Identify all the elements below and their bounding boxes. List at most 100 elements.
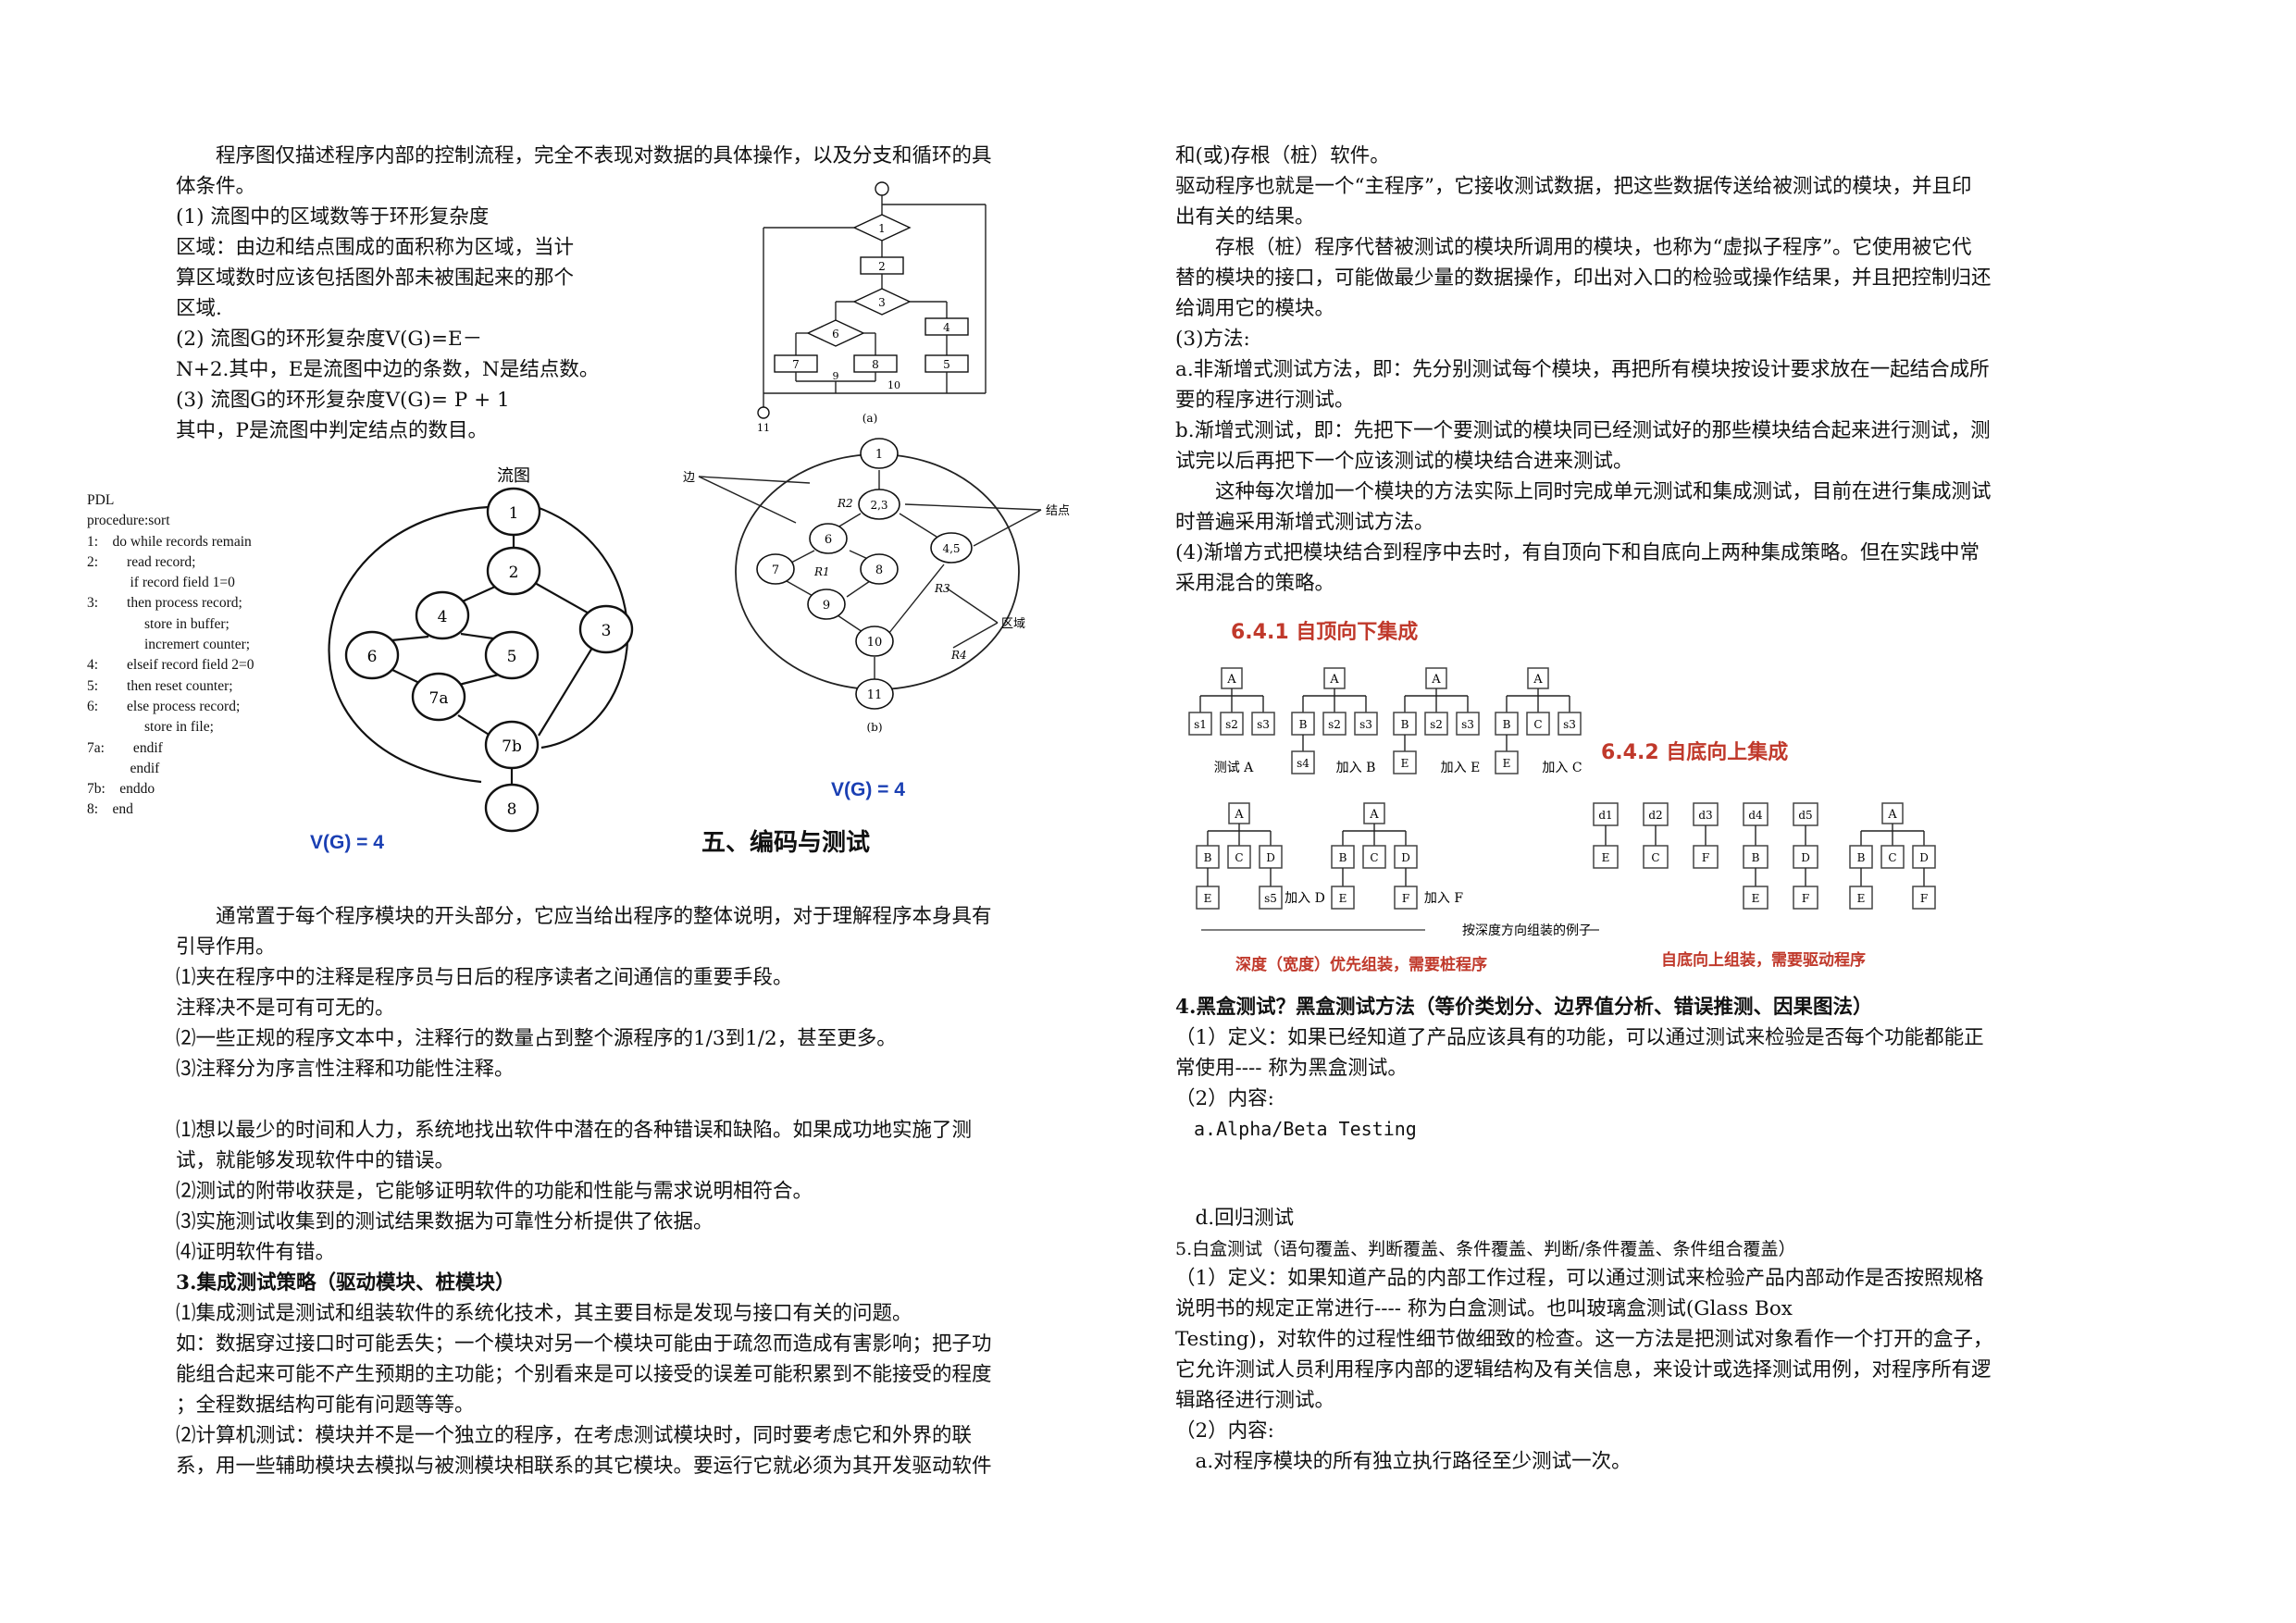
- svg-text:C: C: [1370, 851, 1378, 864]
- svg-text:1: 1: [875, 448, 883, 462]
- svg-text:B: B: [1299, 718, 1308, 731]
- flow-edge: [457, 714, 491, 737]
- graph-node: 10: [855, 626, 894, 657]
- flow-edge: [460, 632, 494, 640]
- top-down-tree-3: A B s2 s3 E 加入 E: [1393, 667, 1481, 775]
- svg-text:B: B: [1503, 718, 1511, 731]
- graph-node: 6: [809, 523, 848, 554]
- svg-text:4,5: 4,5: [942, 542, 960, 555]
- svg-text:D: D: [1801, 851, 1810, 864]
- text-line: 算区域数时应该包括图外部未被围起来的那个: [176, 266, 575, 290]
- text-line: （2）内容:: [1175, 1087, 1274, 1110]
- pdl-line: store in file;: [87, 719, 214, 736]
- text-line: 区域.: [176, 297, 222, 320]
- svg-text:11: 11: [867, 688, 883, 702]
- top-down-tree-6: A B C D E F 加入 F: [1331, 802, 1463, 910]
- decision-shape: [852, 288, 912, 316]
- svg-text:E: E: [1602, 851, 1610, 864]
- text-line: ⑵测试的附带收获是，它能够证明软件的功能和性能与需求说明相符合。: [176, 1180, 813, 1203]
- svg-text:加入 E: 加入 E: [1441, 761, 1481, 775]
- svg-text:加入 B: 加入 B: [1336, 761, 1376, 775]
- svg-text:C: C: [1235, 851, 1243, 864]
- svg-text:R1: R1: [813, 565, 830, 578]
- text-line: 它允许测试人员利用程序内部的逻辑结构及有关信息，来设计或选择测试用例，对程序所有…: [1175, 1358, 1992, 1381]
- text-line: 要的程序进行测试。: [1175, 389, 1355, 412]
- svg-text:F: F: [1802, 892, 1809, 905]
- text-line: 和(或)存根（桩）软件。: [1175, 144, 1390, 167]
- flow-edge: [538, 647, 593, 737]
- text-line: (3) 流图G的环形复杂度V(G)= P + 1: [176, 389, 510, 412]
- text-line: a.非渐增式测试方法，即：先分别测试每个模块，再把所有模块按设计要求放在一起结合…: [1175, 358, 1990, 381]
- text-line: ⑷证明软件有错。: [176, 1241, 336, 1264]
- text-line: 能组合起来可能不产生预期的主功能；个别看来是可以接受的误差可能积累到不能接受的程…: [176, 1363, 992, 1386]
- text-line: 常使用---- 称为黑盒测试。: [1175, 1057, 1408, 1080]
- text-line: a.Alpha/Beta Testing: [1175, 1118, 1417, 1140]
- text-line: b.渐增式测试，即：先把下一个要测试的模块同已经测试好的那些模块结合起来进行测试…: [1175, 419, 1991, 442]
- svg-text:R2: R2: [837, 497, 853, 510]
- flow-node: 6: [344, 630, 400, 680]
- flow-edge: [391, 635, 429, 642]
- svg-text:8: 8: [872, 358, 879, 371]
- svg-text:s1: s1: [1194, 718, 1207, 731]
- text-line: ⑴想以最少的时间和人力，系统地找出软件中潜在的各种错误和缺陷。如果成功地实施了测: [176, 1119, 973, 1142]
- svg-text:(b): (b): [866, 721, 882, 734]
- svg-text:10: 10: [867, 636, 883, 650]
- svg-text:C: C: [1533, 718, 1542, 731]
- svg-text:F: F: [1702, 851, 1709, 864]
- svg-text:5: 5: [507, 648, 517, 666]
- flow-node: 7b: [484, 720, 540, 770]
- svg-text:2: 2: [509, 564, 519, 582]
- edge-label: 边: [683, 471, 695, 485]
- graph-node: 9: [807, 588, 846, 620]
- text-line: 注释决不是可有可无的。: [176, 997, 395, 1020]
- svg-text:A: A: [1329, 673, 1339, 687]
- svg-text:C: C: [1651, 851, 1659, 864]
- text-line: 其中，P是流图中判定结点的数目。: [176, 419, 488, 442]
- pdl-line: 8: end: [87, 801, 133, 818]
- pdl-listing: PDL procedure:sort 1: do while records r…: [87, 490, 254, 821]
- text-line: Testing)，对软件的过程性细节做细致的检查。这一方法是把测试对象看作一个打…: [1175, 1328, 1993, 1351]
- text-line: ⑶注释分为序言性注释和功能性注释。: [176, 1058, 515, 1081]
- node-label: 结点: [1046, 504, 1070, 518]
- svg-text:7: 7: [772, 564, 779, 577]
- text-line: （1）定义：如果知道产品的内部工作过程，可以通过测试来检验产品内部动作是否按照规…: [1175, 1267, 1984, 1290]
- svg-text:F: F: [1920, 892, 1928, 905]
- text-line: （1）定义：如果已经知道了产品应该具有的功能，可以通过测试来检验是否每个功能都能…: [1175, 1026, 1984, 1049]
- text-line: 采用混合的策略。: [1175, 572, 1335, 595]
- text-line: 存根（桩）程序代替被测试的模块所调用的模块，也称为“虚拟子程序”。它使用被它代: [1175, 236, 1972, 259]
- heading-whitebox: 5.白盒测试（语句覆盖、判断覆盖、条件覆盖、判断/条件覆盖、条件组合覆盖）: [1175, 1239, 1796, 1259]
- text-line: ⑴夹在程序中的注释是程序员与日后的程序读者之间通信的重要手段。: [176, 966, 793, 989]
- region-label: 区域: [1001, 617, 1025, 631]
- svg-text:7b: 7b: [502, 737, 522, 756]
- svg-text:s3: s3: [1257, 718, 1270, 731]
- svg-text:s4: s4: [1297, 757, 1309, 770]
- svg-text:s3: s3: [1461, 718, 1474, 731]
- flow-node: 3: [578, 604, 634, 654]
- caption-depth-first: 深度（宽度）优先组装，需要桩程序: [1235, 955, 1487, 974]
- flow-node: 8: [484, 783, 540, 833]
- text-line: ⑵计算机测试：模块并不是一个独立的程序，在考虑测试模块时，同时要考虑它和外界的联: [176, 1424, 973, 1447]
- caption-bottom-up: 自底向上组装，需要驱动程序: [1661, 950, 1866, 970]
- text-line: ⑶实施测试收集到的测试结果数据为可靠性分析提供了依据。: [176, 1210, 714, 1233]
- text-line: (4)渐增方式把模块结合到程序中去时，有自顶向下和自底向上两种集成策略。但在实践…: [1175, 541, 1980, 564]
- text-line: 体条件。: [176, 175, 256, 198]
- pdl-line: procedure:sort: [87, 513, 170, 529]
- text-line: 系，用一些辅助模块去模拟与被测模块相联系的其它模块。要运行它就必须为其开发驱动软…: [176, 1455, 992, 1478]
- pdl-line: 7a: endif: [87, 739, 163, 756]
- svg-text:A: A: [1369, 808, 1379, 822]
- text-line: N+2.其中，E是流图中边的条数，N是结点数。: [176, 358, 600, 381]
- svg-text:A: A: [1226, 673, 1236, 687]
- text-line: 试，就能够发现软件中的错误。: [176, 1149, 455, 1172]
- svg-text:10: 10: [887, 379, 900, 391]
- top-down-tree-5: A B C D E s5 加入 D: [1196, 802, 1325, 910]
- heading-integration: 3.集成测试策略（驱动模块、桩模块）: [176, 1271, 515, 1295]
- svg-text:E: E: [1204, 892, 1212, 905]
- svg-text:4: 4: [943, 321, 950, 334]
- pdl-line: incremert counter;: [87, 637, 251, 653]
- graph-node: 1: [860, 438, 899, 469]
- svg-text:R4: R4: [950, 649, 967, 662]
- pdl-line: 6: else process record;: [87, 698, 241, 714]
- svg-text:D: D: [1919, 851, 1929, 864]
- svg-text:d1: d1: [1598, 809, 1612, 822]
- svg-text:测试 A: 测试 A: [1214, 761, 1254, 775]
